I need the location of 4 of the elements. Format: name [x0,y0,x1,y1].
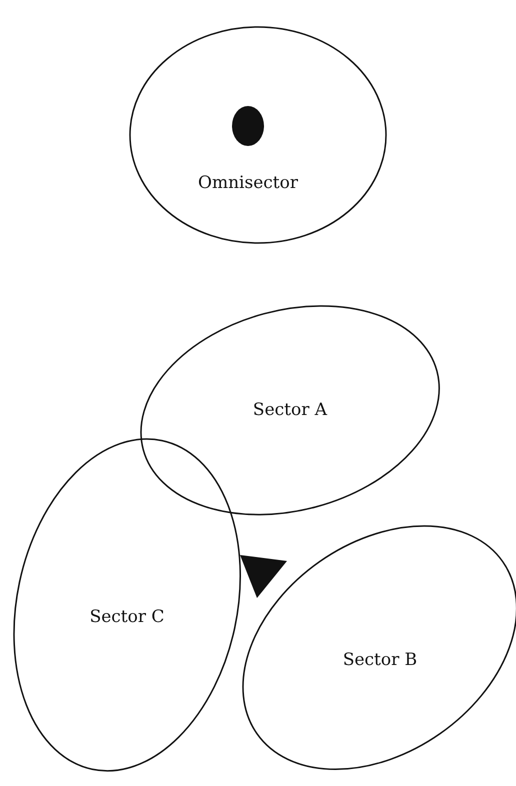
node-label: Sector C [90,606,164,627]
node-label: Sector B [342,650,418,670]
node-label: Sector A [252,400,328,420]
node-label: Omnisector [198,173,298,193]
